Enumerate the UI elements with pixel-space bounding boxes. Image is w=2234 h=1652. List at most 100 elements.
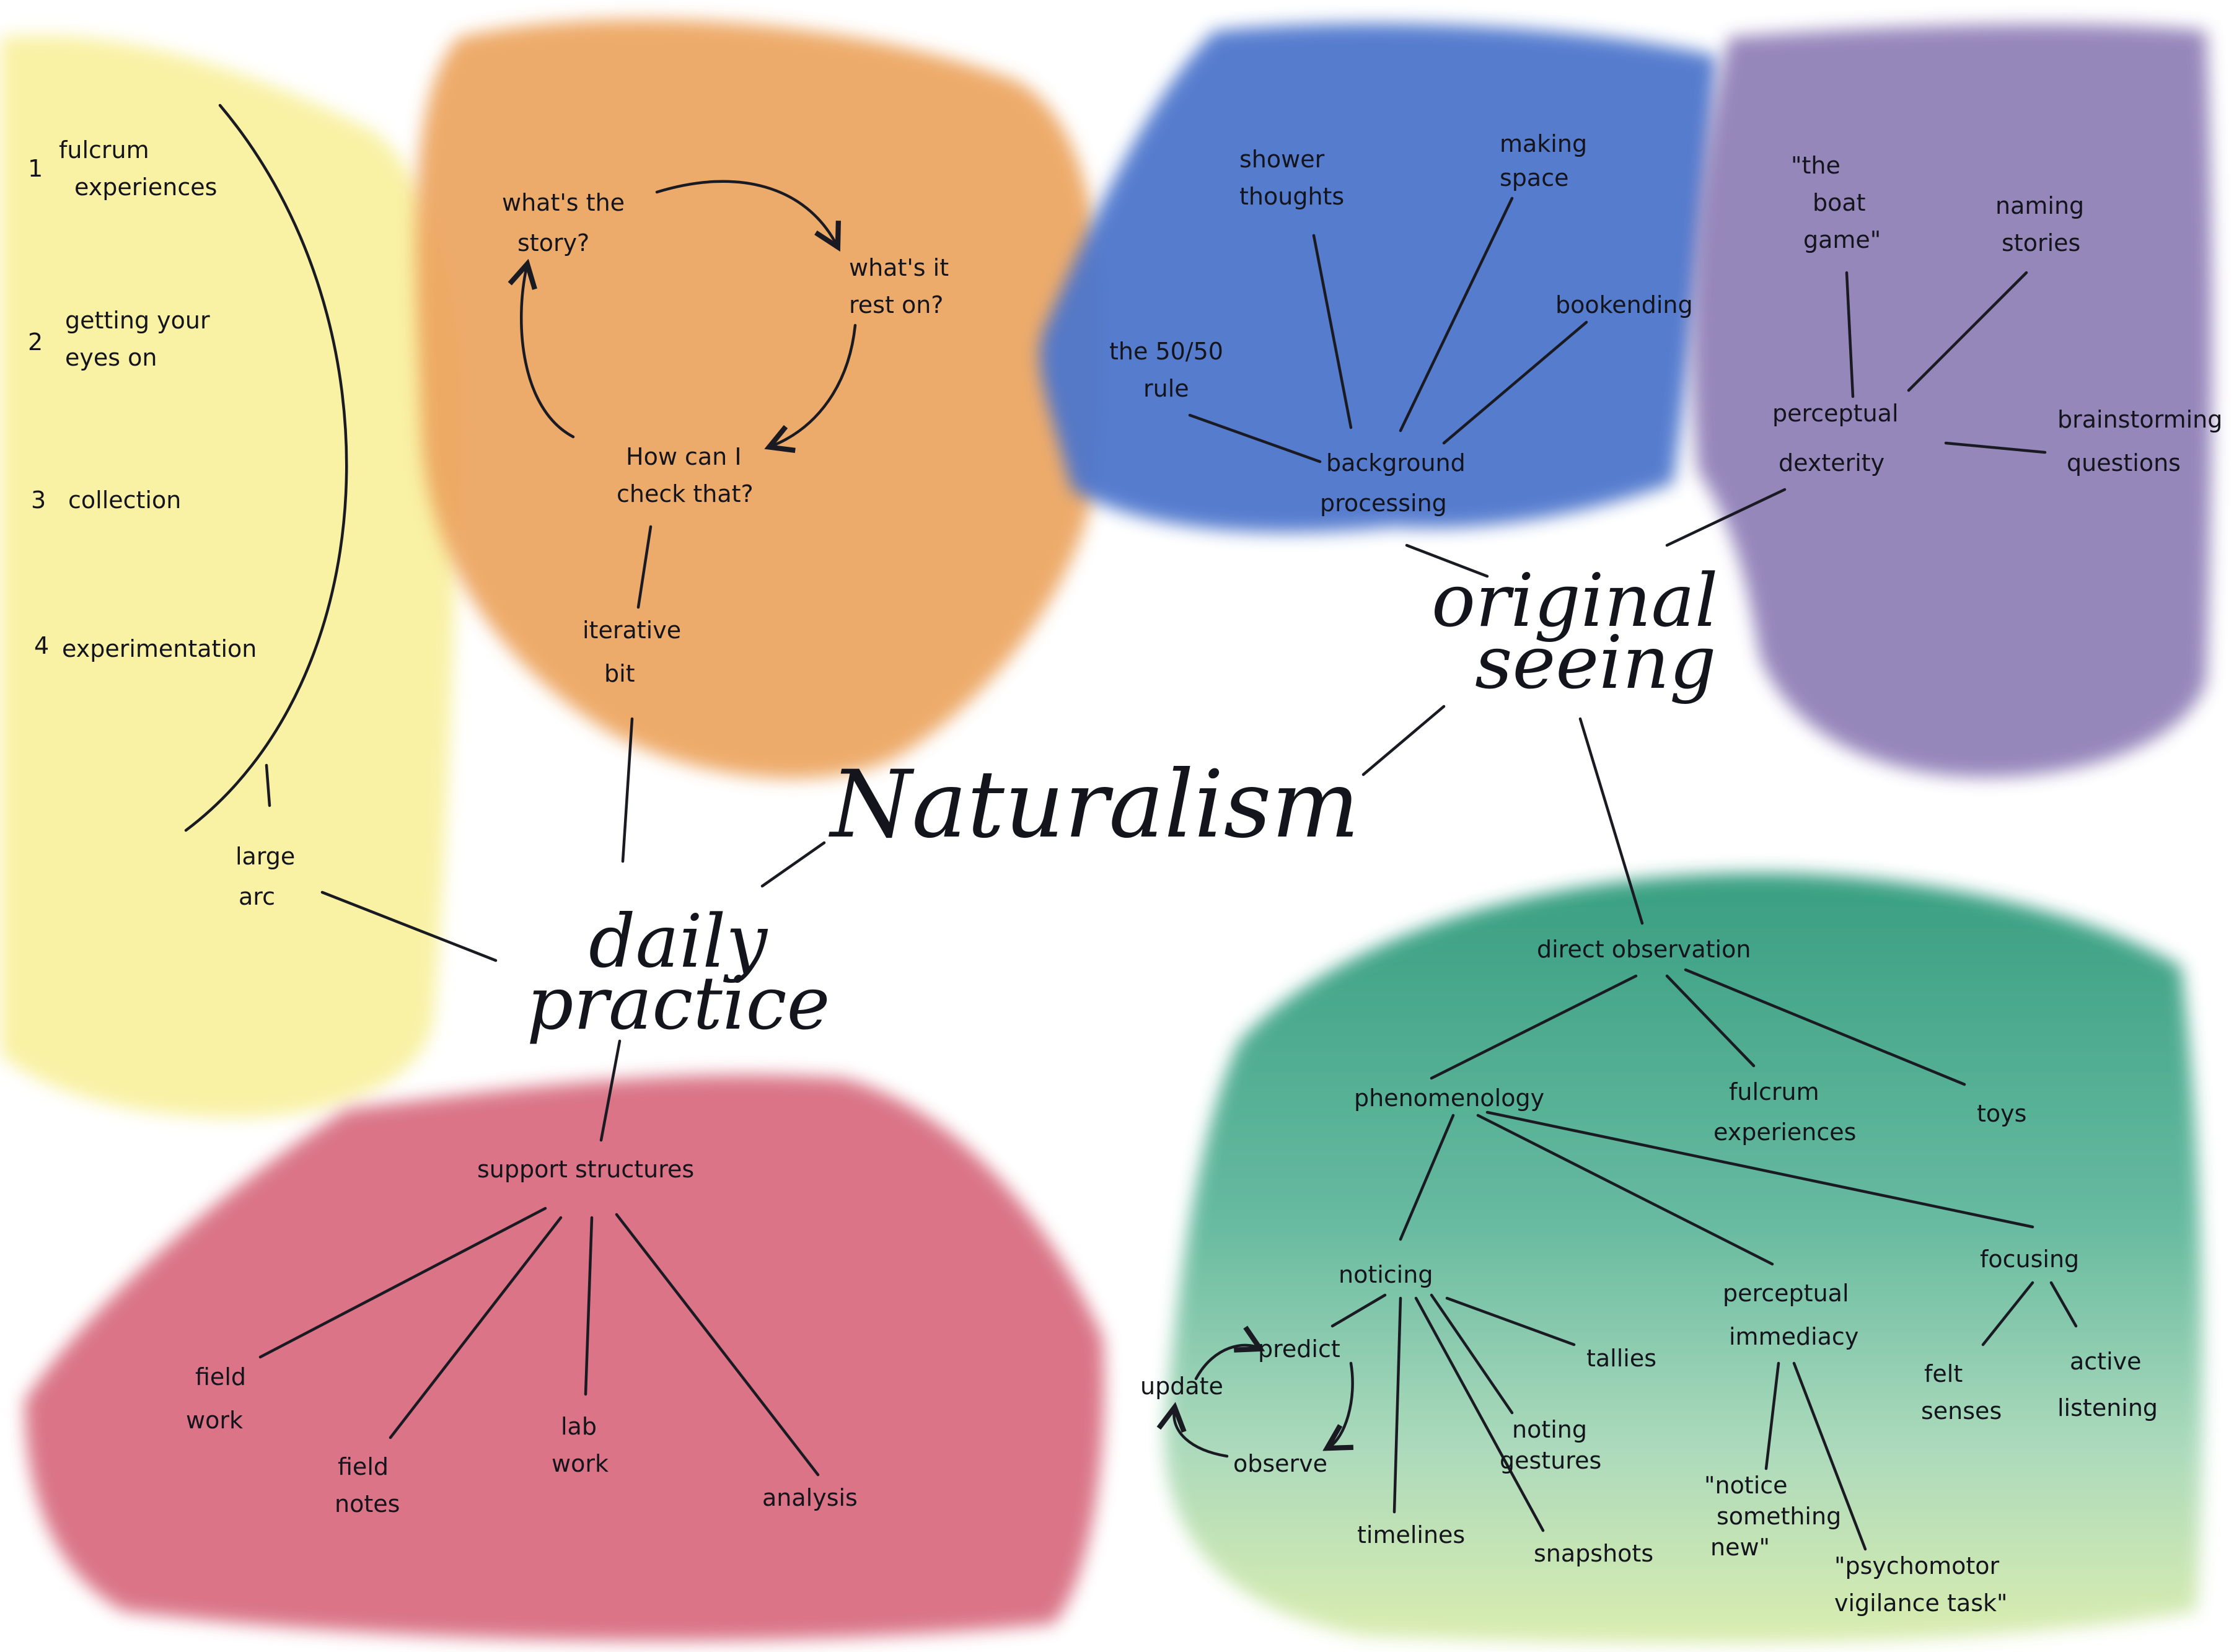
edge-noticing-gestures bbox=[1430, 1293, 1514, 1415]
step-1-line2: experiences bbox=[74, 174, 217, 201]
fulcrum-line2: experiences bbox=[1713, 1118, 1856, 1146]
pvt-line1: "psychomotor bbox=[1834, 1552, 2000, 1580]
step-4-line1: experimentation bbox=[62, 635, 257, 662]
bg-title-line2: processing bbox=[1320, 490, 1447, 517]
boat-line2: boat bbox=[1813, 189, 1866, 216]
dexterity-line1: perceptual bbox=[1772, 400, 1899, 427]
edge-original-dexterity bbox=[1665, 488, 1787, 547]
bookending-label: bookending bbox=[1555, 291, 1693, 319]
tallies-label: tallies bbox=[1586, 1345, 1656, 1372]
yellow-wash bbox=[0, 35, 461, 1118]
naming-line1: naming bbox=[1995, 192, 2084, 219]
fulcrum-line1: fulcrum bbox=[1729, 1078, 1819, 1105]
support-structures-title: support structures bbox=[477, 1156, 694, 1183]
cycle-story-line1: what's the bbox=[502, 189, 625, 216]
arrow-story-to-rest bbox=[655, 180, 837, 245]
immediacy-line2: immediacy bbox=[1729, 1323, 1858, 1350]
edge-focusing-felt bbox=[1981, 1281, 2034, 1347]
edge-noticing-tallies bbox=[1445, 1296, 1576, 1347]
edge-hub-daily bbox=[760, 841, 826, 888]
rule-line1: the 50/50 bbox=[1109, 338, 1223, 365]
edge-bg-shower bbox=[1312, 234, 1353, 429]
edge-noticing-timelines bbox=[1392, 1296, 1402, 1514]
edge-bg-rule bbox=[1188, 413, 1322, 464]
edge-dex-brainstorm bbox=[1944, 441, 2047, 454]
edge-focusing-active bbox=[2049, 1281, 2078, 1328]
edge-noticing-predict bbox=[1330, 1293, 1387, 1328]
noting-gestures-line2: gestures bbox=[1500, 1447, 1601, 1474]
brainstorm-line2: questions bbox=[2067, 449, 2181, 477]
notice-new-line3: new" bbox=[1710, 1534, 1770, 1561]
bg-title-line1: background bbox=[1326, 449, 1466, 477]
cycle-rest-line2: rest on? bbox=[849, 291, 943, 319]
blue-wash bbox=[1039, 23, 1717, 533]
edge-dex-naming bbox=[1907, 271, 2028, 392]
step-3-line1: collection bbox=[68, 486, 181, 514]
edge-support-fieldnotes bbox=[389, 1216, 563, 1439]
making-space-line2: space bbox=[1500, 164, 1568, 191]
edge-support-labwork bbox=[584, 1216, 594, 1396]
dexterity-line2: dexterity bbox=[1779, 449, 1884, 477]
making-space-line1: making bbox=[1500, 130, 1587, 157]
snapshots-label: snapshots bbox=[1534, 1540, 1653, 1567]
step-2-number: 2 bbox=[28, 328, 43, 356]
edge-direct-phenom bbox=[1430, 974, 1638, 1080]
noticing-label: noticing bbox=[1339, 1261, 1433, 1288]
purple-wash bbox=[1692, 24, 2212, 778]
arrow-observe-update bbox=[1174, 1410, 1229, 1458]
large-arc-line2: arc bbox=[239, 883, 275, 910]
edge-phenom-noticing bbox=[1399, 1114, 1455, 1241]
edge-direct-toys bbox=[1684, 968, 1966, 1086]
edge-bg-bookending bbox=[1442, 320, 1588, 445]
edge-direct-fulcrum bbox=[1665, 974, 1756, 1068]
brainstorm-line1: brainstorming bbox=[2057, 406, 2222, 433]
large-arc-line1: large bbox=[235, 843, 295, 870]
step-list: 1 fulcrum experiences 2 getting your eye… bbox=[28, 136, 257, 662]
edge-support-fieldwork bbox=[258, 1206, 547, 1359]
edge-support-analysis bbox=[615, 1213, 820, 1477]
edge-original-direct bbox=[1578, 717, 1644, 925]
arrow-check-to-story bbox=[521, 266, 575, 439]
lab-work-line2: work bbox=[552, 1450, 609, 1477]
rule-line2: rule bbox=[1143, 375, 1189, 402]
toys-label: toys bbox=[1977, 1100, 2026, 1127]
edge-hub-original bbox=[1361, 705, 1446, 776]
step-2-line1: getting your bbox=[65, 307, 210, 334]
field-work-line1: field bbox=[195, 1363, 246, 1391]
field-notes-line2: notes bbox=[335, 1490, 400, 1518]
original-seeing-line2: seeing bbox=[1475, 620, 1717, 705]
observe-label: observe bbox=[1233, 1450, 1327, 1477]
analysis-label: analysis bbox=[762, 1484, 858, 1511]
felt-senses-line1: felt bbox=[1924, 1360, 1963, 1387]
field-work-line2: work bbox=[186, 1407, 243, 1434]
predict-label: predict bbox=[1258, 1335, 1340, 1363]
step-3-number: 3 bbox=[31, 486, 46, 514]
field-notes-line1: field bbox=[338, 1453, 389, 1480]
active-listening-line2: listening bbox=[2057, 1394, 2158, 1421]
step-2-line2: eyes on bbox=[65, 344, 157, 371]
iterative-bit-line2: bit bbox=[604, 660, 635, 687]
update-label: update bbox=[1140, 1373, 1223, 1400]
red-wash bbox=[25, 1074, 1104, 1641]
cycle-check-line1: How can I bbox=[626, 443, 742, 470]
naming-line2: stories bbox=[2002, 229, 2080, 257]
edge-arc-daily bbox=[320, 890, 498, 962]
direct-observation-title: direct observation bbox=[1537, 936, 1751, 963]
cycle-check-line2: check that? bbox=[617, 480, 754, 507]
edge-dex-boat bbox=[1845, 271, 1855, 398]
iterative-bit-line1: iterative bbox=[583, 617, 681, 644]
cycle-story-line2: story? bbox=[517, 229, 589, 257]
orange-wash bbox=[415, 19, 1103, 779]
edge-check-iterative bbox=[636, 525, 653, 609]
large-arc-bracket bbox=[184, 103, 348, 832]
timelines-label: timelines bbox=[1357, 1521, 1465, 1549]
original-seeing-line1: original bbox=[1431, 558, 1718, 643]
arrow-update-predict bbox=[1194, 1345, 1258, 1381]
notice-new-line2: something bbox=[1717, 1503, 1841, 1530]
boat-line1: "the bbox=[1791, 152, 1840, 179]
lab-work-line1: lab bbox=[561, 1413, 597, 1440]
edge-immediacy-pvt bbox=[1792, 1361, 1867, 1551]
step-4-number: 4 bbox=[34, 632, 49, 659]
edge-phenom-immediacy bbox=[1476, 1114, 1774, 1266]
pvt-line2: vigilance task" bbox=[1834, 1589, 2007, 1617]
